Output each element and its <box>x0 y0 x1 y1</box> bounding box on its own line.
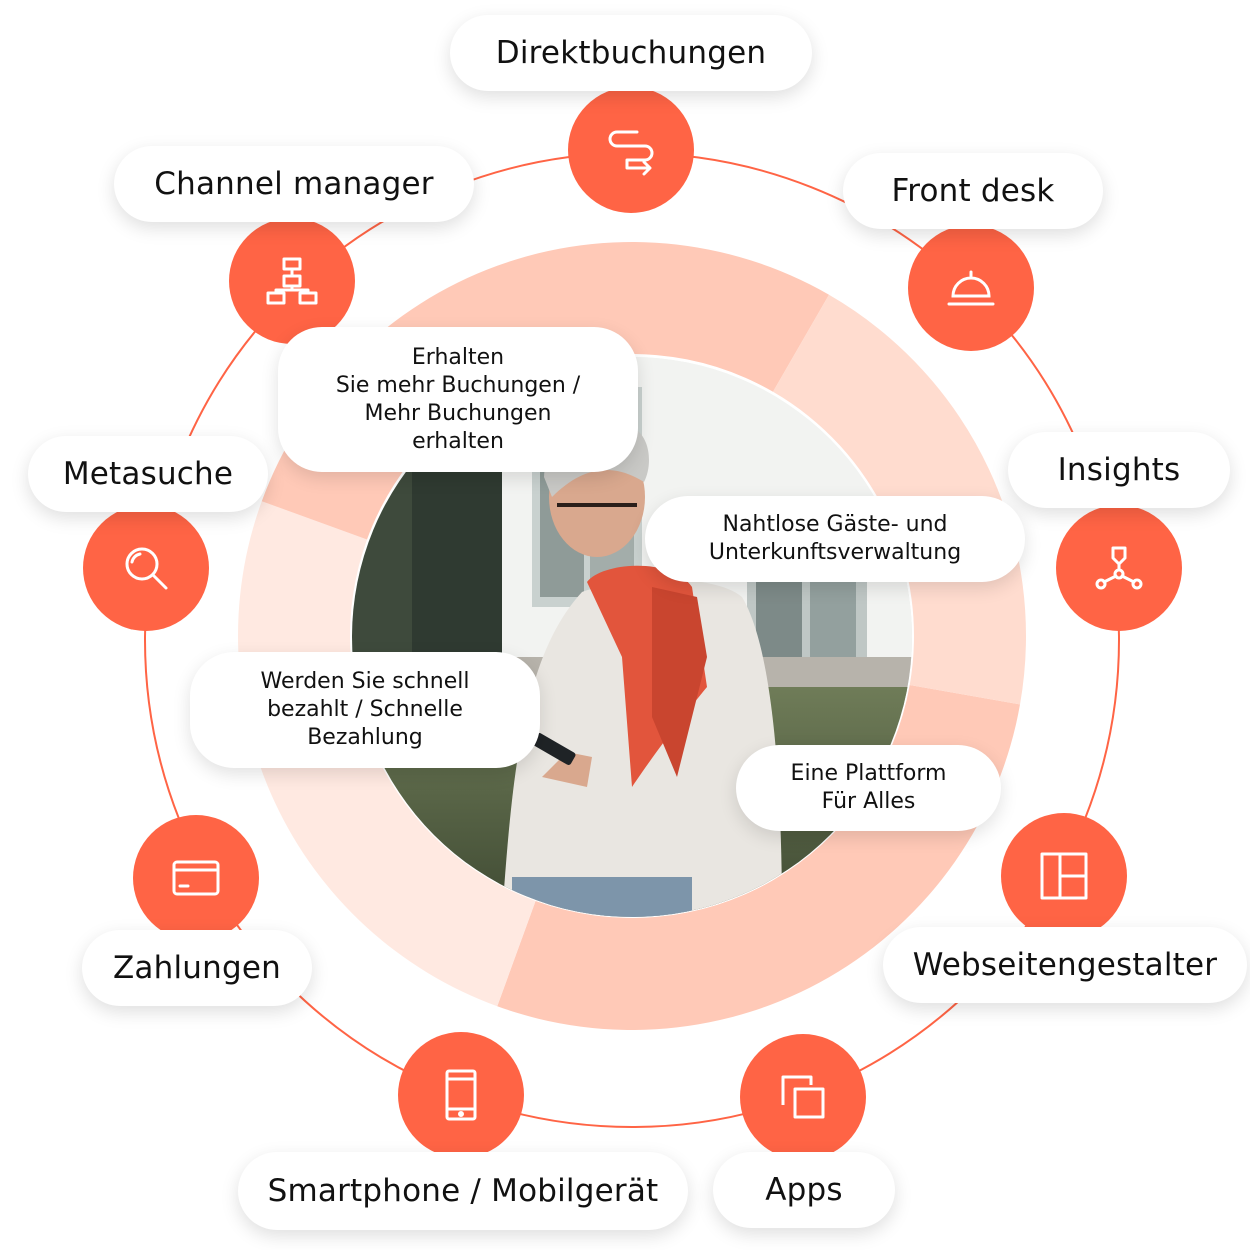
analytics-nodes-icon <box>1095 546 1143 590</box>
module-label-text: Direktbuchungen <box>495 35 767 71</box>
module-label-zahlungen[interactable]: Zahlungen <box>82 930 312 1006</box>
benefit-bubble-seamless-management: Nahtlose Gäste- und Unterkunftsverwaltun… <box>645 496 1025 582</box>
module-label-front-desk[interactable]: Front desk <box>843 153 1103 229</box>
module-label-insights[interactable]: Insights <box>1008 432 1230 508</box>
benefit-bubble-one-platform: Eine Plattform Für Alles <box>736 745 1001 831</box>
magnifier-icon <box>125 547 168 590</box>
sitemap-icon <box>266 257 318 305</box>
module-label-metasuche[interactable]: Metasuche <box>28 436 268 512</box>
benefit-text: Sie mehr Buchungen / <box>335 372 581 398</box>
service-bell-icon <box>947 270 995 306</box>
module-node-insights[interactable] <box>1056 494 1182 631</box>
module-label-text: Zahlungen <box>113 950 281 986</box>
benefit-text: Unterkunftsverwaltung <box>708 540 962 565</box>
donut-segment-left <box>237 501 536 1007</box>
module-node-zahlungen[interactable] <box>133 815 259 952</box>
layout-grid-icon <box>1040 852 1088 900</box>
module-label-channel-manager[interactable]: Channel manager <box>114 146 474 222</box>
module-label-direktbuchungen[interactable]: Direktbuchungen <box>450 15 812 91</box>
benefit-text: Erhalten <box>411 344 505 370</box>
module-label-text: Metasuche <box>62 456 234 492</box>
module-label-smartphone[interactable]: Smartphone / Mobilgerät <box>238 1152 688 1230</box>
module-label-apps[interactable]: Apps <box>713 1152 895 1228</box>
module-node-apps[interactable] <box>740 1034 866 1171</box>
route-arrow-icon <box>608 130 654 176</box>
module-label-text: Webseitengestalter <box>912 947 1218 983</box>
smartphone-icon <box>445 1069 477 1121</box>
payment-card-icon <box>172 860 220 896</box>
module-node-front-desk[interactable] <box>908 214 1034 351</box>
benefit-bubble-more-bookings: Erhalten Sie mehr Buchungen / Mehr Buchu… <box>278 327 638 472</box>
module-label-webseitengestalter[interactable]: Webseitengestalter <box>883 927 1247 1003</box>
module-node-webseitengestalter[interactable] <box>1001 813 1127 950</box>
module-node-smartphone[interactable] <box>398 1032 524 1169</box>
module-label-text: Apps <box>765 1172 843 1208</box>
benefit-text: Bezahlung <box>307 725 423 750</box>
module-node-channel-manager[interactable] <box>229 207 355 344</box>
module-node-metasuche[interactable] <box>83 494 209 631</box>
module-label-text: Front desk <box>891 173 1055 209</box>
stacked-windows-icon <box>781 1075 825 1119</box>
benefit-bubble-fast-payment: Werden Sie schnell bezahlt / Schnelle Be… <box>190 652 540 768</box>
benefit-text: Für Alles <box>821 789 916 814</box>
benefit-text: Mehr Buchungen <box>364 400 552 426</box>
module-label-text: Insights <box>1057 452 1181 488</box>
benefit-text: Werden Sie schnell <box>260 669 470 694</box>
module-label-text: Channel manager <box>154 166 434 202</box>
module-node-direktbuchungen[interactable] <box>568 76 694 213</box>
benefit-text: Eine Plattform <box>790 761 947 786</box>
benefit-text: erhalten <box>412 428 504 454</box>
benefit-text: Nahtlose Gäste- und <box>722 512 948 537</box>
module-label-text: Smartphone / Mobilgerät <box>267 1173 659 1209</box>
benefit-text: bezahlt / Schnelle <box>267 697 463 722</box>
